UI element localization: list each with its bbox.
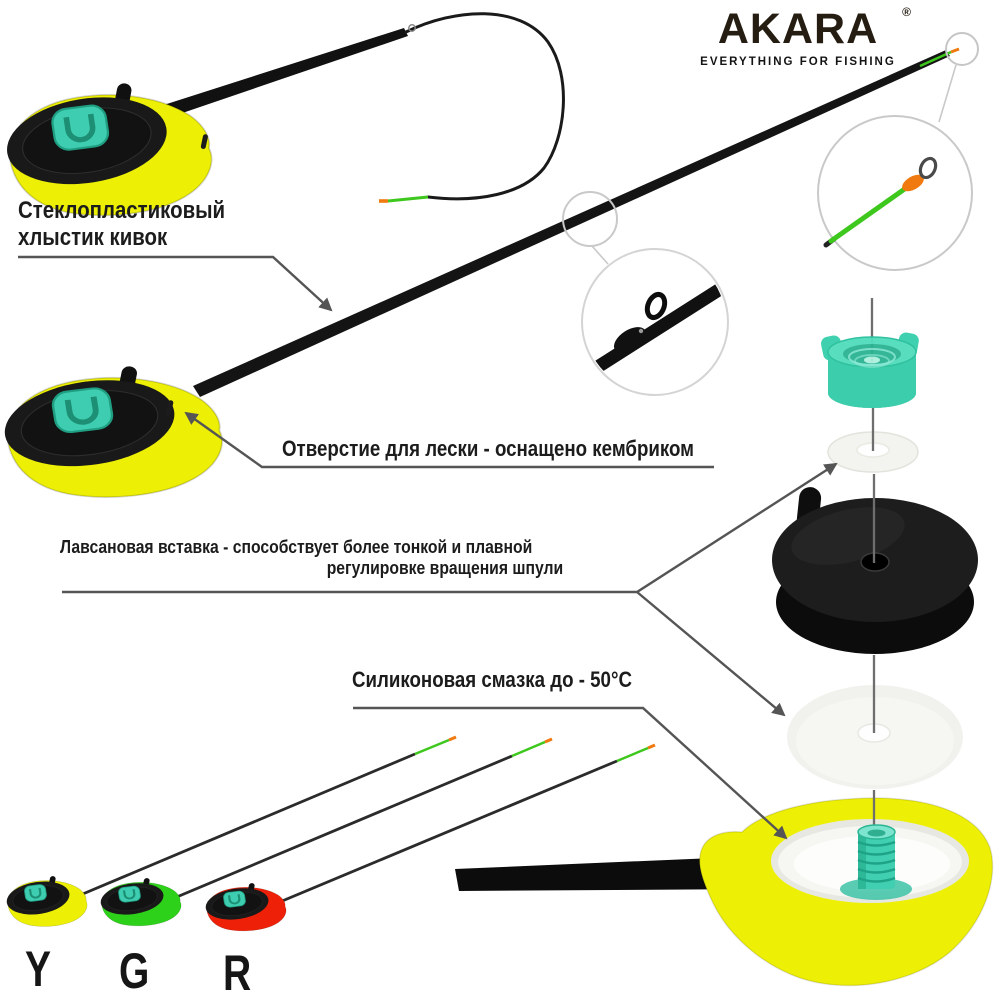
grease-screw	[840, 824, 912, 900]
variant-body-red	[201, 881, 288, 933]
label-lavsan: Лавсановая вставка - способствует более …	[60, 536, 564, 578]
brand-logo: AKARA® EVERYTHING FOR FISHING	[688, 5, 912, 68]
whip-rod-curved	[148, 12, 565, 203]
line-hole-slot	[165, 400, 174, 416]
variant-code-yellow: Y	[25, 941, 52, 997]
callout-connector	[591, 245, 609, 265]
variant-code-green: G	[119, 943, 150, 999]
reel-body-top	[0, 82, 212, 215]
variant-rod-yellow	[77, 735, 457, 898]
callout-circle-line-tie	[581, 248, 729, 396]
callout-marker-circle	[562, 191, 618, 247]
registered-mark: ®	[902, 5, 912, 19]
leader-line-line-hole	[184, 411, 714, 469]
label-whip: Стеклопластиковый хлыстик кивок	[18, 197, 226, 252]
brand-tagline: EVERYTHING FOR FISHING	[700, 56, 896, 68]
label-whip-line1: Стеклопластиковый	[18, 197, 226, 224]
callout-connector	[938, 64, 957, 123]
exploded-cambric-insert	[821, 332, 919, 408]
callout-circle-tip	[817, 115, 973, 271]
wire-loop-icon	[644, 291, 668, 321]
brand-name: AKARA®	[717, 5, 912, 53]
label-lavsan-line2: регулировке вращения шпули	[326, 556, 564, 578]
label-silicone: Силиконовая смазка до - 50°C	[352, 667, 632, 692]
leader-line-silicone	[353, 706, 788, 840]
label-lavsan-line1: Лавсановая вставка - способствует более …	[60, 536, 533, 557]
variant-body-yellow	[2, 874, 89, 928]
variant-rod-red	[274, 743, 656, 906]
line-hole-slot	[200, 134, 208, 149]
variant-code-red: R	[223, 945, 252, 1000]
variant-body-green	[96, 876, 183, 928]
tip-guide-loop-icon	[918, 156, 938, 180]
leader-line-lavsan-disc	[636, 591, 786, 717]
exploded-lavsan-disc	[787, 685, 963, 789]
whip-rod-straight	[193, 47, 960, 397]
reel-body-middle	[0, 365, 222, 497]
leader-line-whip	[18, 255, 333, 312]
rod-handle	[455, 856, 766, 891]
variant-rod-green	[171, 737, 553, 901]
callout-marker-tip	[945, 32, 979, 66]
label-line-hole: Отверстие для лески - оснащено кембриком	[282, 436, 694, 461]
label-whip-line2: хлыстик кивок	[18, 223, 168, 251]
rod-guide-ring	[408, 24, 416, 32]
rod-tip-icon	[902, 174, 924, 192]
reel-body-bottom	[698, 790, 994, 987]
